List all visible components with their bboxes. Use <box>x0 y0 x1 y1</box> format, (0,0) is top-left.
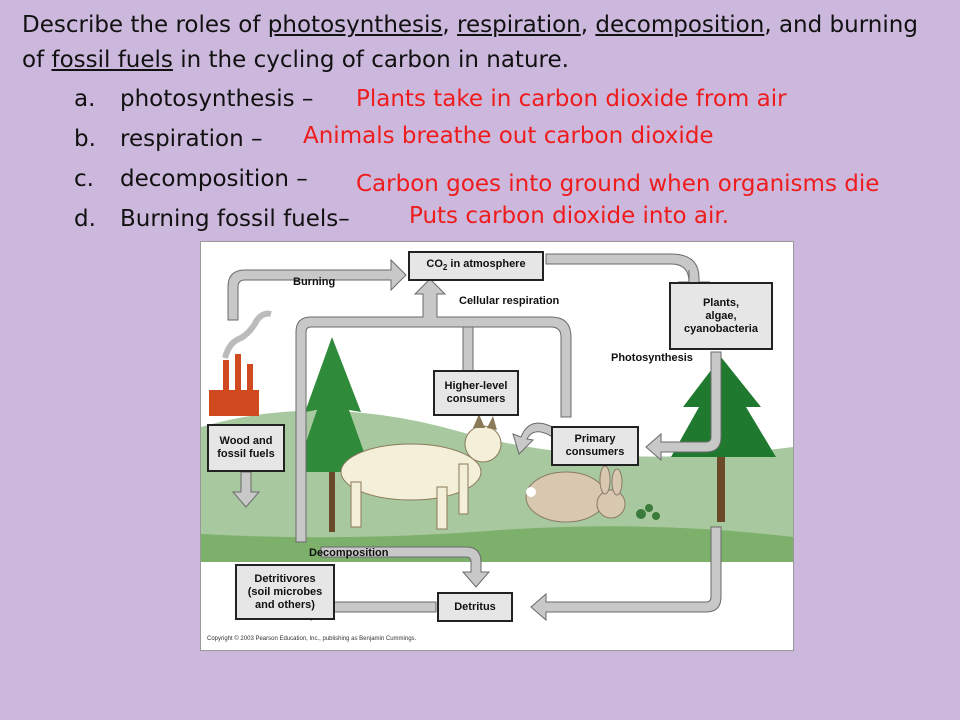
item-letter: d. <box>74 206 96 232</box>
copyright-text: Copyright © 2003 Pearson Education, Inc.… <box>207 636 417 642</box>
question-text: Describe the roles of photosynthesis, re… <box>22 8 947 78</box>
term-fossil-fuels: fossil fuels <box>51 47 173 73</box>
sep: , <box>442 12 458 38</box>
item-letter: b. <box>74 126 96 152</box>
co2-atmosphere-box: CO2 in atmosphere <box>408 251 544 281</box>
plants-box: Plants, algae, cyanobacteria <box>669 282 773 350</box>
bobcat-icon <box>340 414 502 530</box>
detritivores-box: Detritivores (soil microbes and others) <box>235 564 335 620</box>
item-c: c. decomposition – <box>74 166 308 192</box>
answer-c: Carbon goes into ground when organisms d… <box>356 171 880 197</box>
detritus-box: Detritus <box>437 592 513 622</box>
item-a: a. photosynthesis – <box>74 86 313 112</box>
question-lead: Describe the roles of <box>22 12 268 38</box>
co2-subscript: 2 <box>442 263 448 273</box>
term-decomposition: decomposition <box>595 12 765 38</box>
sep: , <box>580 12 596 38</box>
carbon-cycle-diagram: CO2 in atmosphere Burning Cellular respi… <box>200 241 794 651</box>
item-label: Burning fossil fuels– <box>120 206 350 232</box>
conifer-tree-right-icon <box>671 357 776 522</box>
higher-consumers-box: Higher-level consumers <box>433 370 519 416</box>
item-b: b. respiration – <box>74 126 263 152</box>
answer-b: Animals breathe out carbon dioxide <box>303 123 714 149</box>
term-photosynthesis: photosynthesis <box>267 12 443 38</box>
term-respiration: respiration <box>457 12 581 38</box>
rabbit-icon <box>525 465 626 523</box>
answer-a: Plants take in carbon dioxide from air <box>356 86 787 112</box>
sep: , and burning of <box>22 12 918 73</box>
item-label: decomposition – <box>120 166 308 192</box>
diagram-artwork <box>201 253 793 650</box>
item-label: respiration – <box>120 126 263 152</box>
answer-d: Puts carbon dioxide into air. <box>409 203 730 229</box>
item-d: d. Burning fossil fuels– <box>74 206 350 232</box>
photosynthesis-label: Photosynthesis <box>611 352 693 364</box>
item-letter: c. <box>74 166 94 192</box>
conifer-tree-left-icon <box>296 337 371 532</box>
decomposition-label: Decomposition <box>309 547 389 559</box>
item-letter: a. <box>74 86 96 112</box>
small-plant-icon <box>636 504 660 520</box>
burning-label: Burning <box>293 276 336 288</box>
item-label: photosynthesis – <box>120 86 314 112</box>
factory-icon <box>209 310 272 416</box>
co2-tail: in atmosphere <box>447 257 526 270</box>
cycle-arrows <box>227 253 722 622</box>
co2-label: CO <box>426 257 443 270</box>
cellular-respiration-label: Cellular respiration <box>459 295 560 307</box>
question-tail: in the cycling of carbon in nature. <box>172 47 569 73</box>
primary-consumers-box: Primary consumers <box>551 426 639 466</box>
wood-fossil-fuels-box: Wood and fossil fuels <box>207 424 285 472</box>
